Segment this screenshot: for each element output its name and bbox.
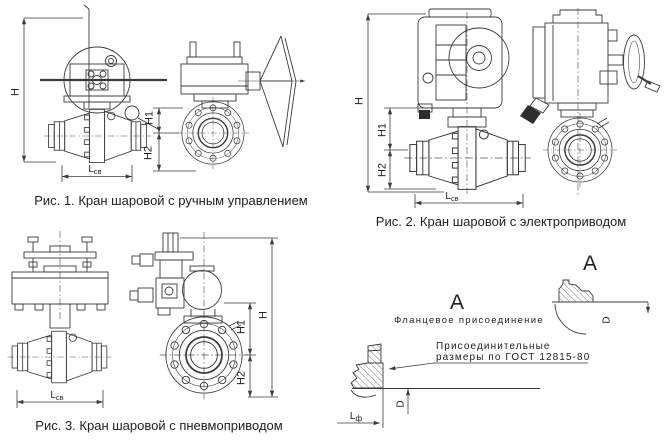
dim-label-lf: Lф	[350, 411, 363, 423]
dim-label-h2-fig2: H2	[377, 163, 389, 177]
fig1-front-view	[40, 4, 167, 164]
fig1-dimensions-front: H Lсв	[10, 17, 133, 182]
dim-label-d-top: D	[602, 316, 613, 323]
fig1-side-view	[124, 35, 305, 170]
dim-label-lsv-fig2: Lсв	[445, 191, 458, 203]
dim-label-h1-fig3: H1	[236, 320, 248, 334]
cable-gland	[419, 110, 430, 119]
dim-label-h1-fig2: H1	[377, 123, 389, 137]
view-a-label: А	[450, 291, 464, 314]
dim-label-d-bottom: D	[396, 400, 407, 407]
cable-gland-side	[520, 105, 541, 124]
fig3-side-view	[129, 232, 250, 401]
dim-label-h2-fig1: H2	[143, 146, 155, 160]
detail-a-section: А D	[552, 252, 651, 335]
caption-fig2: Рис. 2. Кран шаровой с электроприводом	[376, 214, 626, 229]
electric-actuator	[417, 16, 503, 109]
fig3-front-view	[7, 231, 112, 384]
position-indicator	[105, 55, 117, 67]
fig2-front-view	[403, 8, 532, 194]
fig3-dimensions-side: H H1 H2	[180, 237, 278, 398]
crank-handle	[637, 75, 652, 85]
detail-flange-bottom: D Lф	[337, 343, 540, 428]
detail-a-callout: А Фланцевое присоединение Присоединитель…	[388, 291, 590, 371]
actuator-handwheel	[448, 27, 510, 89]
gearbox-side	[180, 63, 249, 95]
dim-label-lsv-fig1: Lсв	[88, 164, 101, 176]
dim-label-h-fig2: H	[354, 97, 366, 105]
dim-label-lsv-fig3: Lсв	[50, 390, 63, 402]
flange-profile	[350, 362, 384, 389]
dim-label-h-fig3: H	[258, 311, 270, 319]
stop-lever-ball	[124, 105, 140, 121]
actuator-side	[544, 22, 609, 104]
flange-section-profile	[558, 279, 594, 303]
dim-label-h1-fig1: H1	[144, 111, 156, 125]
dim-label-h2-fig3: H2	[236, 371, 248, 385]
gost-note-line2: размеры по ГОСТ 12815-80	[436, 352, 590, 363]
accumulator-sphere	[182, 270, 222, 310]
handwheel-side	[238, 35, 305, 148]
gost-note-line1: Присоединительные	[436, 341, 551, 352]
leader-line	[388, 362, 588, 371]
fig2-side-view	[520, 8, 661, 196]
side-handwheel	[623, 34, 645, 90]
section-a-label: А	[583, 252, 597, 275]
fig3-dimensions-front: Lсв	[16, 390, 104, 408]
dim-label-h-fig1: H	[10, 88, 22, 96]
caption-fig1: Рис. 1. Кран шаровой с ручным управление…	[34, 193, 308, 208]
pilot-valve-block	[155, 277, 185, 309]
fig2-dimensions-front: H H1 H2 Lсв	[354, 13, 524, 208]
flange-connection-title: Фланцевое присоединение	[394, 315, 544, 326]
caption-fig3: Рис. 3. Кран шаровой с пневмоприводом	[35, 418, 282, 433]
fig1-dimensions-side: H1 H2	[143, 107, 196, 172]
